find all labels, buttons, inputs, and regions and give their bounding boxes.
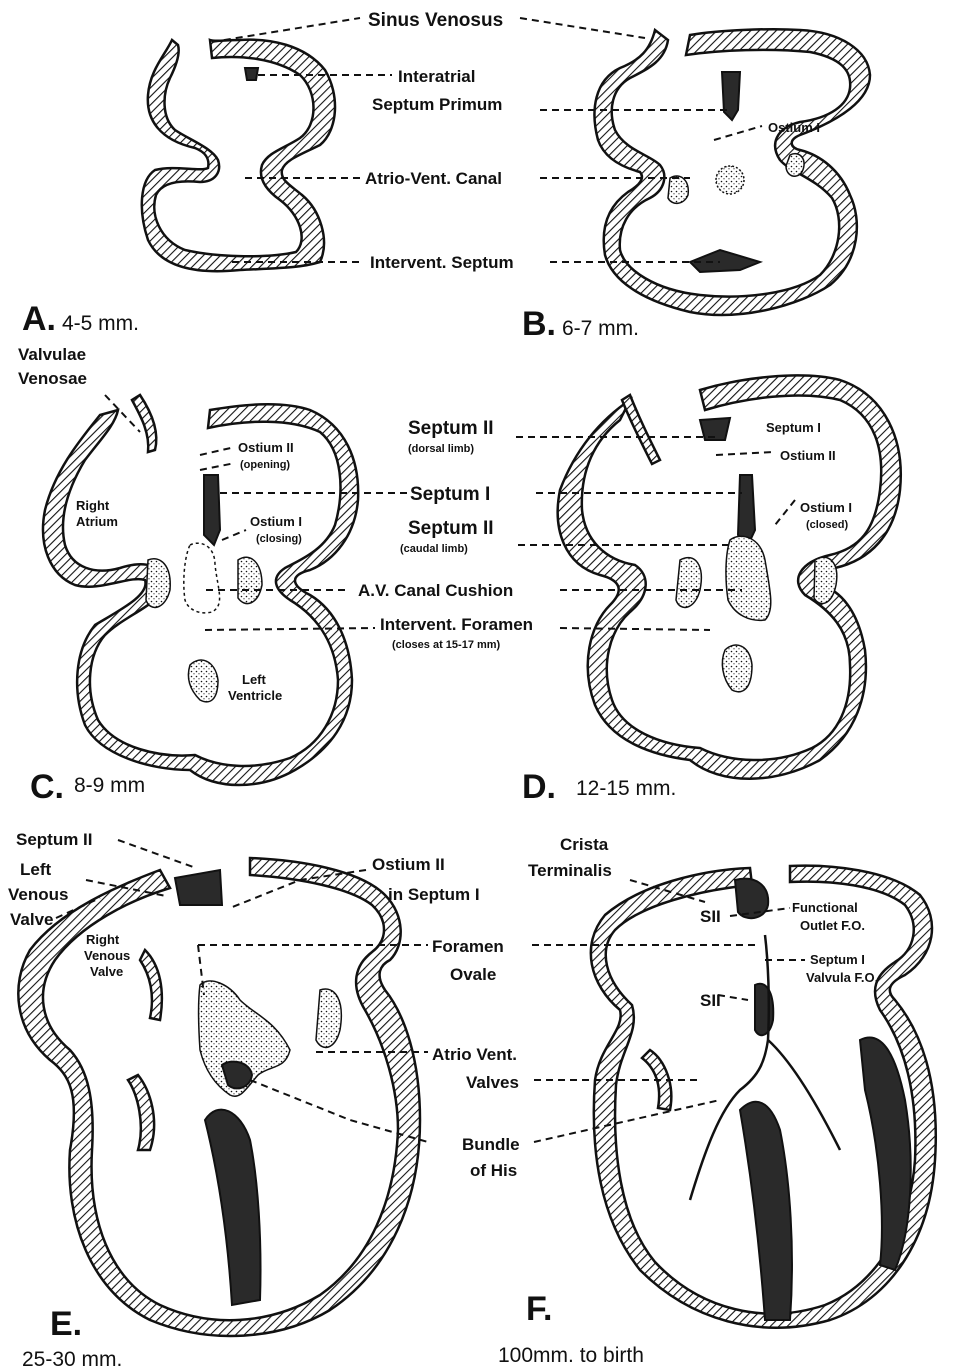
label-in-septum-i: in Septum I	[388, 885, 480, 904]
label-venous: Venous	[8, 885, 68, 904]
panel-d-heart	[558, 375, 901, 778]
panel-e-size: 25-30 mm.	[22, 1348, 122, 1371]
label-functional: Functional	[792, 900, 858, 915]
label-right-venous: Right	[86, 932, 120, 947]
label-dorsal-limb: (dorsal limb)	[408, 443, 474, 455]
label-crista: Crista	[560, 835, 609, 854]
label-septum-ii-e: Septum II	[16, 830, 93, 849]
label-sii-lower: SII	[700, 991, 721, 1010]
label-bundle: Bundle	[462, 1135, 520, 1154]
labels: Sinus Venosus Interatrial Septum Primum …	[8, 10, 878, 1371]
label-ostium-ii-d: Ostium II	[780, 448, 836, 463]
label-right-valve: Valve	[90, 964, 123, 979]
panel-d-size: 12-15 mm.	[576, 777, 676, 800]
label-ostium-ii-c: Ostium II	[238, 440, 294, 455]
label-closing: (closing)	[256, 533, 302, 545]
panel-a-size: 4-5 mm.	[62, 312, 139, 335]
panel-a-letter: A.	[22, 300, 56, 338]
label-terminalis: Terminalis	[528, 861, 612, 880]
label-left: Left	[242, 672, 267, 687]
label-intervent-foramen: Intervent. Foramen	[380, 615, 533, 634]
panel-e-letter: E.	[50, 1305, 82, 1343]
label-septum-ii-caudal: Septum II	[408, 518, 494, 539]
label-of-his: of His	[470, 1161, 517, 1180]
panel-c-size: 8-9 mm	[74, 774, 145, 797]
panel-e-heart	[18, 858, 420, 1336]
label-outlet-fo: Outlet F.O.	[800, 918, 865, 933]
label-closes-at: (closes at 15-17 mm)	[392, 639, 501, 651]
label-right: Right	[76, 498, 110, 513]
panel-b-heart	[594, 29, 870, 315]
label-septum-i-d: Septum I	[766, 420, 821, 435]
panel-b-size: 6-7 mm.	[562, 317, 639, 340]
label-left-venous: Left	[20, 860, 52, 879]
label-sinus-venosus: Sinus Venosus	[368, 10, 503, 31]
label-septum-primum: Septum Primum	[372, 95, 502, 114]
panel-b-letter: B.	[522, 305, 556, 343]
label-atrio-vent: Atrio Vent.	[432, 1045, 517, 1064]
label-av-cushion: A.V. Canal Cushion	[358, 581, 513, 600]
label-intervent-septum: Intervent. Septum	[370, 253, 514, 272]
label-opening: (opening)	[240, 459, 290, 471]
label-valvulae: Valvulae	[18, 345, 86, 364]
label-av-canal: Atrio-Vent. Canal	[365, 169, 502, 188]
label-valve: Valve	[10, 910, 54, 929]
panel-f-heart	[591, 866, 936, 1328]
panel-c-heart	[43, 395, 358, 785]
label-atrium: Atrium	[76, 514, 118, 529]
label-ovale: Ovale	[450, 965, 496, 984]
label-ostium-ii-e: Ostium II	[372, 855, 445, 874]
label-ostium-i-c: Ostium I	[250, 514, 302, 529]
panel-f-size: 100mm. to birth	[498, 1344, 644, 1367]
label-interatrial: Interatrial	[398, 67, 475, 86]
label-septum-i-f: Septum I	[810, 952, 865, 967]
label-foramen: Foramen	[432, 937, 504, 956]
label-valves: Valves	[466, 1073, 519, 1092]
label-septum-ii-dorsal: Septum II	[408, 418, 494, 439]
label-caudal-limb: (caudal limb)	[400, 543, 468, 555]
label-valvula-fo: Valvula F.O.	[806, 970, 878, 985]
label-venosae: Venosae	[18, 369, 87, 388]
label-sii-upper: SII	[700, 907, 721, 926]
panel-d-letter: D.	[522, 768, 556, 806]
panel-f-letter: F.	[526, 1290, 552, 1328]
panel-c-letter: C.	[30, 768, 64, 806]
label-ostium-i-b: Ostium I	[768, 120, 820, 135]
label-septum-i-mid: Septum I	[410, 484, 490, 505]
label-ventricle: Ventricle	[228, 688, 282, 703]
label-ostium-i-d: Ostium I	[800, 500, 852, 515]
label-closed: (closed)	[806, 519, 849, 531]
label-right-venous-2: Venous	[84, 948, 130, 963]
